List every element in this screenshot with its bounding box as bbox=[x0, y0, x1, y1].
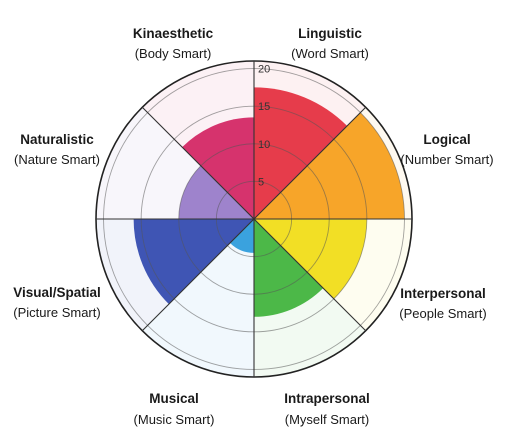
category-label-visual-spatial: Visual/Spatial (Picture Smart) bbox=[13, 285, 101, 320]
wedge-linguistic bbox=[254, 87, 348, 219]
tick-label-20: 20 bbox=[258, 64, 270, 76]
category-subtitle: (Word Smart) bbox=[291, 46, 369, 61]
category-name: Interpersonal bbox=[400, 286, 486, 301]
category-label-interpersonal: Interpersonal (People Smart) bbox=[399, 286, 486, 321]
wedge-naturalistic bbox=[178, 165, 254, 219]
spoke-1 bbox=[253, 106, 367, 220]
wedge-interpersonal bbox=[254, 219, 367, 299]
category-subtitle: (Nature Smart) bbox=[14, 152, 100, 167]
category-subtitle: (Picture Smart) bbox=[13, 305, 100, 320]
category-name: Visual/Spatial bbox=[13, 285, 101, 300]
category-name: Musical bbox=[149, 391, 199, 406]
category-label-musical: Musical (Music Smart) bbox=[134, 391, 215, 427]
category-label-kinaesthetic: Kinaesthetic (Body Smart) bbox=[133, 26, 214, 61]
category-subtitle: (Number Smart) bbox=[400, 152, 493, 167]
category-name: Logical bbox=[423, 132, 470, 147]
category-name: Linguistic bbox=[298, 26, 362, 41]
wedge-logical bbox=[254, 112, 405, 219]
grid-lines bbox=[95, 60, 413, 378]
category-name: Intrapersonal bbox=[284, 391, 370, 406]
category-subtitle: (Music Smart) bbox=[134, 412, 215, 427]
radial-tick-labels: 5 10 15 20 bbox=[258, 64, 270, 189]
category-label-linguistic: Linguistic (Word Smart) bbox=[291, 26, 369, 61]
category-name: Naturalistic bbox=[20, 132, 94, 147]
tick-label-10: 10 bbox=[258, 139, 270, 151]
tick-label-5: 5 bbox=[258, 176, 264, 188]
category-label-logical: Logical (Number Smart) bbox=[400, 132, 493, 167]
tick-label-15: 15 bbox=[258, 101, 270, 113]
category-labels: Linguistic (Word Smart) Logical (Number Sma… bbox=[13, 26, 493, 427]
wedge-visual-spatial bbox=[133, 219, 254, 305]
category-subtitle: (Body Smart) bbox=[135, 46, 212, 61]
wedge-kinaesthetic bbox=[182, 117, 254, 219]
background-wedge-musical bbox=[142, 219, 254, 377]
category-subtitle: (Myself Smart) bbox=[285, 412, 370, 427]
category-label-naturalistic: Naturalistic (Nature Smart) bbox=[14, 132, 100, 167]
category-subtitle: (People Smart) bbox=[399, 306, 486, 321]
spoke-3 bbox=[253, 218, 367, 332]
category-label-intrapersonal: Intrapersonal (Myself Smart) bbox=[284, 391, 370, 427]
spoke-5 bbox=[141, 218, 255, 332]
value-wedges bbox=[133, 87, 405, 317]
wedge-musical bbox=[230, 219, 254, 253]
category-name: Kinaesthetic bbox=[133, 26, 214, 41]
spoke-7 bbox=[141, 106, 255, 220]
